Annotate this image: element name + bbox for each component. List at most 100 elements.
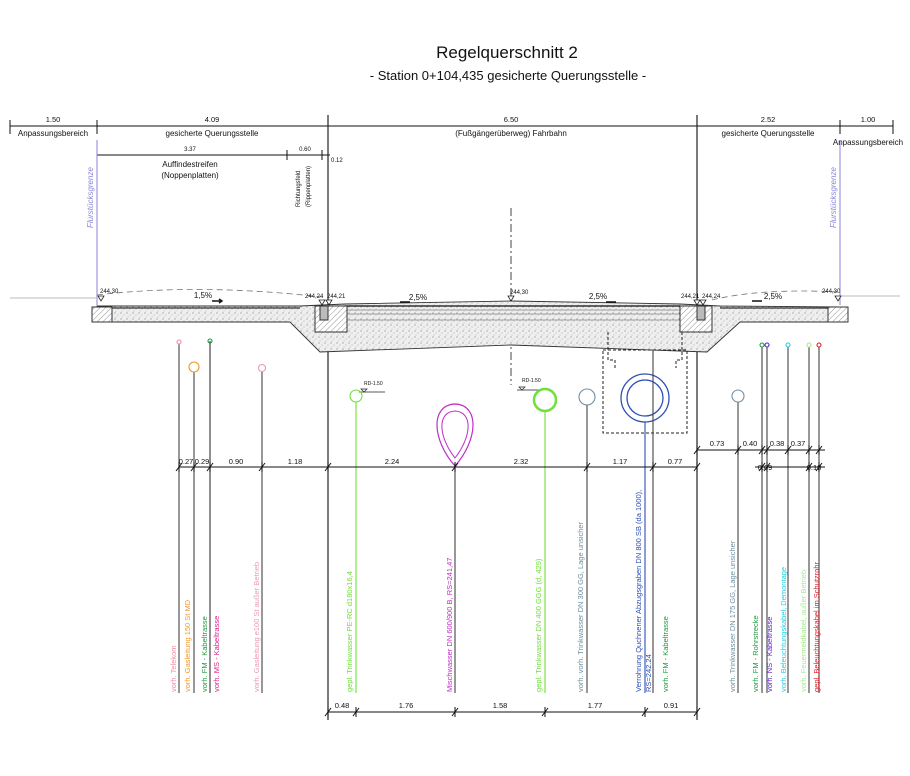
utility-line: vorh. NS - Kabeltrasse	[764, 342, 774, 693]
elevation-label: 244,30	[100, 289, 119, 295]
dimension-value: 1.17	[613, 457, 628, 466]
pipe-icon	[349, 389, 363, 403]
utility-label: vorh. Feuermeldkabel, außer Betrieb	[799, 570, 808, 692]
utility-label: vorh. Trinkwasser DN 175 GG, Lage unsich…	[728, 540, 737, 692]
dimension-value: 0.29	[195, 457, 210, 466]
utility-line: vorh. Telekom	[169, 339, 182, 693]
dim-label: (Rippenplatten)	[306, 166, 312, 207]
utility-lines: vorh. Telekom vorh. Gasleitung 150 St MD v…	[169, 338, 822, 693]
property-boundaries: Flurstücksgrenze Flurstücksgrenze	[86, 140, 841, 305]
utility-line: vorh. Feuermeldkabel, außer Betrieb	[799, 342, 812, 693]
dimension-value: 0.48	[335, 701, 350, 710]
pipe-icon	[188, 361, 200, 373]
dim-value: 0.60	[299, 147, 311, 153]
drawing-subtitle: - Station 0+104,435 gesicherte Querungss…	[370, 68, 646, 83]
dim-label: gesicherte Querungsstelle	[166, 129, 259, 138]
elevation-label: 244,30	[822, 289, 841, 295]
sewer-profile-icon	[436, 403, 474, 467]
dim-label: (Fußgängerüberweg) Fahrbahn	[455, 129, 567, 138]
pipe-icon	[578, 388, 596, 406]
road-cross-section	[10, 289, 900, 434]
elevation-label: 244,21	[681, 294, 700, 300]
utility-label: gepl. Trinkwasser PE-RC d180x16,4	[345, 571, 354, 692]
dimension-value: 0.18	[807, 463, 822, 472]
utility-label: vorh. vorh. Trinkwasser DN 300 GG, Lage …	[576, 521, 585, 692]
utility-label: vorh. Gasleitung e100 St außer Betrieb	[252, 562, 261, 692]
dim-label: Richtungsfeld	[296, 171, 302, 207]
dimension-value: 0.40	[743, 439, 758, 448]
dimension-value: 0.73	[710, 439, 725, 448]
utility-line: gepl. Trinkwasser PE-RC d180x16,4	[345, 389, 363, 693]
utility-label: gepl. Beleuchtungskabel im Schutzrohr	[812, 561, 821, 692]
pipe-icon	[731, 389, 745, 403]
dimension-value: 2.32	[514, 457, 529, 466]
elevation-label: 244,21	[327, 294, 346, 300]
elevation-label: 244,24	[305, 294, 324, 300]
utility-line: Mischwasser DN 600/900 B, RS=241,47	[436, 403, 474, 693]
utility-label: vorh. FM - Kabeltrasse	[661, 616, 670, 692]
pipe-icon	[816, 342, 822, 348]
dim-label: Auffindestreifen	[162, 160, 217, 169]
utility-line: vorh. MS - Kabeltrasse	[209, 341, 221, 693]
top-dimension-chain: 1.50 Anpassungsbereich 4.09 gesicherte Q…	[9, 115, 903, 147]
utility-line: vorh. Beleuchtungskabel, Demontage	[779, 342, 791, 693]
utility-label: Verrohrung Quchnener Abzugsgraben DN 800…	[634, 490, 643, 692]
utility-label: vorh. Gasleitung 150 St MD	[183, 599, 192, 692]
utility-label: vorh. Beleuchtungskabel, Demontage	[779, 567, 788, 692]
elevation-markers: 244,30 244,24 244,21 244,30 244,21 244,2…	[97, 289, 842, 393]
drawing-title: Regelquerschnitt 2	[436, 43, 578, 62]
utility-label: vorh. FM - Kabeltrasse	[200, 616, 209, 692]
dimension-value: 2.24	[385, 457, 400, 466]
dimension-value: 1.18	[288, 457, 303, 466]
slope-label: 2,5%	[589, 292, 607, 301]
utility-line: vorh. vorh. Trinkwasser DN 300 GG, Lage …	[576, 388, 596, 693]
pipe-icon	[176, 339, 182, 345]
dim-value: 4.09	[205, 115, 220, 124]
dim-value: 1.00	[861, 115, 876, 124]
boundary-label: Flurstücksgrenze	[829, 167, 838, 228]
utility-line: vorh. FM - Rohrstrecke	[751, 342, 765, 693]
utility-line: vorh. Gasleitung 150 St MD	[183, 361, 200, 693]
dim-value: 6.50	[504, 115, 519, 124]
utility-line: gepl. Beleuchtungskabel im Schutzrohr	[812, 342, 822, 693]
elevation-label: 244,30	[510, 290, 529, 296]
pipe-icon	[764, 342, 770, 348]
pipe-icon	[806, 342, 812, 348]
dimension-value: 1.58	[493, 701, 508, 710]
dimension-value: 1.77	[588, 701, 603, 710]
slope-label: 2,5%	[409, 293, 427, 302]
dimension-value: 1.76	[399, 701, 414, 710]
dimension-value: 0.90	[229, 457, 244, 466]
pipe-icon	[785, 342, 791, 348]
utility-line: gepl. Trinkwasser DN 400 GGG (d, 429)	[532, 387, 558, 693]
dim-label: gesicherte Querungsstelle	[722, 129, 815, 138]
slope-label: 1,5%	[194, 291, 212, 300]
rd-label: RD-1.50	[522, 378, 541, 384]
sewer-profile-icon	[441, 410, 469, 459]
dim-label: (Noppenplatten)	[161, 171, 219, 180]
culvert-pipe-icon	[626, 379, 664, 417]
dim-value: 1.50	[46, 115, 61, 124]
rd-label: RD-1.50	[364, 381, 383, 387]
dim-label: Anpassungsbereich	[18, 129, 88, 138]
utility-label: vorh. NS - Kabeltrasse	[765, 617, 774, 692]
utility-label: vorh. MS - Kabeltrasse	[212, 616, 221, 692]
dim-label: Anpassungsbereich	[833, 138, 903, 147]
utility-label: RS=242.24	[644, 654, 653, 692]
dim-value: 0.12	[331, 158, 343, 164]
dimension-value: 0.27	[179, 457, 194, 466]
boundary-label: Flurstücksgrenze	[86, 167, 95, 228]
pipe-icon	[532, 387, 558, 413]
utility-label: vorh. FM - Rohrstrecke	[751, 615, 760, 692]
dimension-value: 0.91	[664, 701, 679, 710]
pipe-icon	[759, 342, 765, 348]
utility-line: vorh. Trinkwasser DN 175 GG, Lage unsich…	[728, 389, 745, 693]
dimension-value: 0.77	[668, 457, 683, 466]
dimension-value: 0.09	[758, 463, 773, 472]
utility-label: vorh. Telekom	[169, 645, 178, 692]
slope-label: 2,5%	[764, 292, 782, 301]
dimension-value: 0.38	[770, 439, 785, 448]
utility-label: Mischwasser DN 600/900 B, RS=241,47	[445, 558, 454, 692]
